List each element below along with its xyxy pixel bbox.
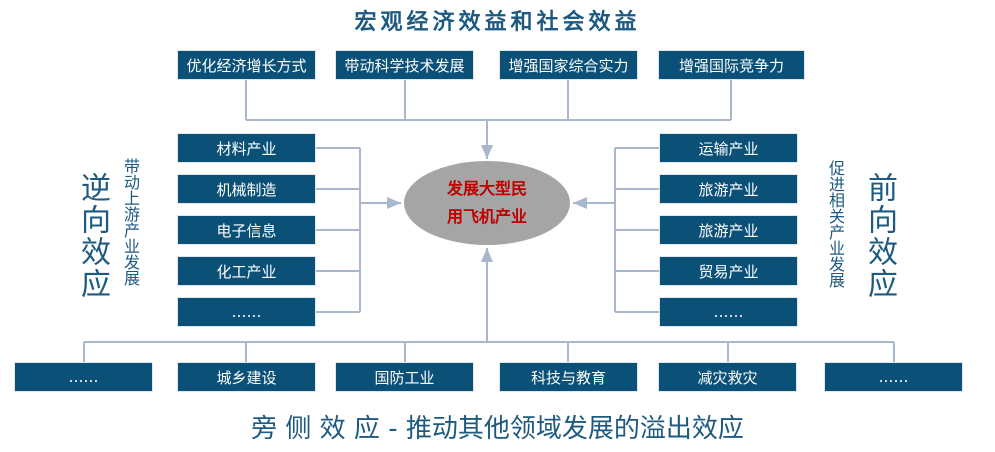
side-item: ……	[824, 362, 963, 392]
forward-item: 贸易产业	[659, 256, 798, 286]
backward-effect-label: 逆向效应	[75, 172, 110, 300]
forward-item: 运输产业	[659, 133, 798, 163]
forward-effect-sub: 促进相关产业发展	[826, 160, 845, 288]
macro-box: 优化经济增长方式	[177, 50, 316, 80]
center-line-2: 用飞机产业	[446, 207, 527, 226]
side-item: 城乡建设	[177, 362, 316, 392]
side-item: 科技与教育	[499, 362, 638, 392]
backward-item: 材料产业	[177, 133, 316, 163]
backward-item: 电子信息	[177, 215, 316, 245]
backward-item: ……	[177, 297, 316, 327]
backward-item: 化工产业	[177, 256, 316, 286]
side-effect-label: 旁 侧 效 应 - 推动其他领域发展的溢出效应	[251, 414, 744, 444]
side-item: 国防工业	[335, 362, 474, 392]
forward-effect-label: 前向效应	[862, 172, 897, 300]
macro-box: 增强国际竞争力	[658, 50, 805, 80]
side-item: 减灾救灾	[658, 362, 797, 392]
diagram-title: 宏观经济效益和社会效益	[354, 10, 641, 35]
macro-box: 增强国家综合实力	[499, 50, 638, 80]
macro-box: 带动科学技术发展	[335, 50, 474, 80]
center-node: 发展大型民 用飞机产业	[404, 161, 570, 245]
backward-effect-sub: 带动上游产业发展	[121, 158, 140, 286]
forward-item: 旅游产业	[659, 215, 798, 245]
backward-item: 机械制造	[177, 174, 316, 204]
side-item: ……	[14, 362, 153, 392]
forward-item: ……	[659, 297, 798, 327]
forward-item: 旅游产业	[659, 174, 798, 204]
center-line-1: 发展大型民	[446, 179, 527, 198]
